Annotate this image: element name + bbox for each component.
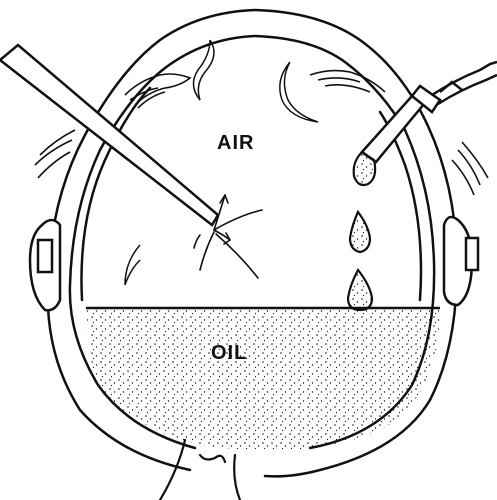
side-structures <box>28 215 480 312</box>
vitreous-wisps <box>124 39 319 286</box>
oil-label: OIL <box>211 342 248 364</box>
ciliary-body <box>34 69 489 196</box>
instrument-probe <box>0 43 220 227</box>
infusion-cannula <box>360 60 497 164</box>
optic-nerve <box>158 438 242 500</box>
air-label: AIR <box>217 132 255 154</box>
oil-droplets <box>346 150 377 312</box>
oil-fill <box>86 310 440 451</box>
retinal-tear <box>193 194 263 279</box>
